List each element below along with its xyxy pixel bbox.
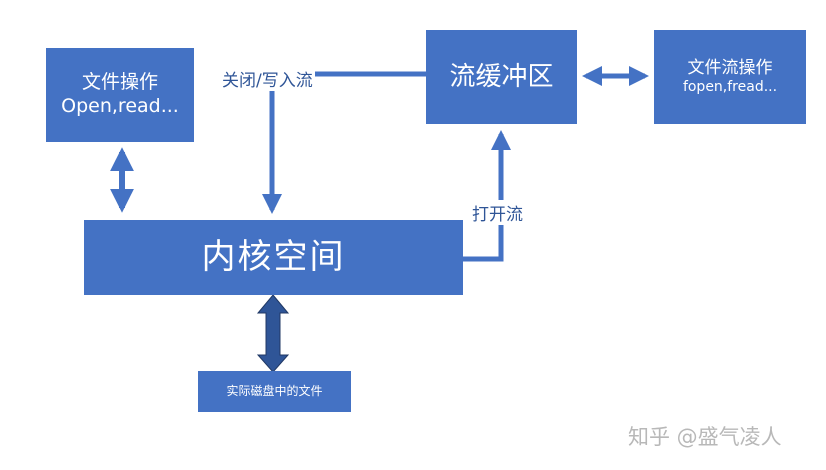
file-operations-title: 文件操作 — [81, 71, 158, 94]
stream-buffer-box: 流缓冲区 — [426, 30, 577, 124]
kernel-space-label: 内核空间 — [201, 237, 346, 278]
disk-file-label: 实际磁盘中的文件 — [226, 384, 323, 398]
file-stream-operations-subtitle: fopen,fread... — [682, 78, 778, 95]
kernel-space-box: 内核空间 — [84, 220, 463, 295]
close-write-label: 关闭/写入流 — [220, 66, 315, 91]
watermark: 知乎 @盛气凌人 — [628, 425, 782, 449]
open-stream-connector — [463, 130, 511, 262]
kernel-disk-block-arrow — [256, 294, 290, 373]
file-stream-operations-box: 文件流操作 fopen,fread... — [654, 30, 806, 124]
file-operations-subtitle: Open,read... — [61, 95, 179, 117]
file-stream-operations-title: 文件流操作 — [687, 57, 773, 78]
file-operations-box: 文件操作 Open,read... — [46, 48, 194, 142]
disk-file-box: 实际磁盘中的文件 — [198, 371, 351, 412]
open-stream-label: 打开流 — [470, 200, 525, 225]
stream-buffer-label: 流缓冲区 — [449, 61, 554, 92]
close-write-connector — [262, 71, 426, 214]
